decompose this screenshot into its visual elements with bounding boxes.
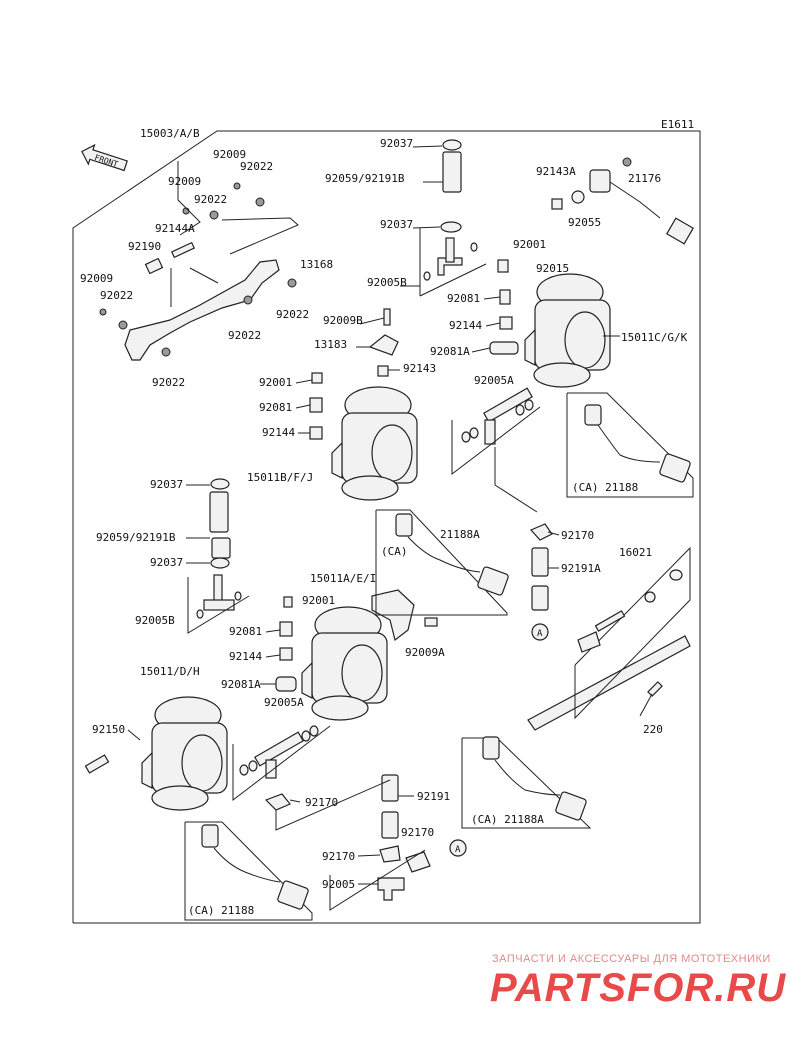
front-label: FRONT xyxy=(93,153,119,169)
label-21188-bottom: (CA) 21188 xyxy=(188,904,254,917)
fuel-joint-upper xyxy=(451,387,541,476)
leader-lines xyxy=(127,145,653,885)
label-15011B: 15011B/F/J xyxy=(247,471,313,484)
label-92001-a: 92001 xyxy=(259,376,292,389)
label-92191: 92191 xyxy=(417,790,450,803)
label-92170-a: 92170 xyxy=(561,529,594,542)
label-16021: 16021 xyxy=(619,546,652,559)
label-92081A-b: 92081A xyxy=(221,678,261,691)
label-92022-d: 92022 xyxy=(276,308,309,321)
throttle-sensor-right xyxy=(551,157,694,245)
linkage-assembly xyxy=(371,546,691,731)
label-15011D: 15011/D/H xyxy=(140,665,200,678)
vent-tube-set-top xyxy=(419,139,487,297)
carburetor-left xyxy=(141,696,228,811)
label-92037-d: 92037 xyxy=(150,556,183,569)
watermark-tagline: ЗАПЧАСТИ И АКСЕССУАРЫ ДЛЯ МОТОТЕХНИКИ xyxy=(492,953,771,965)
label-92170-d: 92170 xyxy=(322,850,355,863)
callout-labels: 15003/A/B 92009 92022 92009 92022 92144A… xyxy=(80,127,688,891)
label-92170-b: 92170 xyxy=(305,796,338,809)
label-92009B: 92009B xyxy=(323,314,363,327)
label-21188-right: (CA) 21188 xyxy=(572,481,638,494)
label-92037-b: 92037 xyxy=(380,218,413,231)
sensor-box-lower-right: (CA) 21188A xyxy=(461,736,592,829)
label-92170-c: 92170 xyxy=(401,826,434,839)
ref-a-lower: A xyxy=(455,845,461,855)
label-92005B-a: 92005B xyxy=(367,276,407,289)
hose-column-lower xyxy=(264,774,467,911)
label-92144A: 92144A xyxy=(155,222,195,235)
label-13183: 13183 xyxy=(314,338,347,351)
label-220: 220 xyxy=(643,723,663,736)
label-92009A: 92009A xyxy=(405,646,445,659)
label-92005A-b: 92005A xyxy=(264,696,304,709)
label-92037-c: 92037 xyxy=(150,478,183,491)
label-92150: 92150 xyxy=(92,723,125,736)
label-92081-a: 92081 xyxy=(259,401,292,414)
diagram-frame xyxy=(72,130,701,924)
label-15011C: 15011C/G/K xyxy=(621,331,688,344)
label-92022-f: 92022 xyxy=(152,376,185,389)
carburetor-right xyxy=(524,273,611,388)
sensor-box-mid xyxy=(375,509,509,616)
diagram-code: E1611 xyxy=(661,118,694,131)
label-92037-a: 92037 xyxy=(380,137,413,150)
label-92144-b: 92144 xyxy=(449,319,482,332)
fuel-joint-lower xyxy=(232,725,331,802)
label-ca-mid: (CA) xyxy=(381,545,408,558)
springs-jets xyxy=(84,259,519,774)
label-92009-a: 92009 xyxy=(213,148,246,161)
watermark-logo: PARTSFOR.RU xyxy=(490,966,787,1010)
label-92005B-b: 92005B xyxy=(135,614,175,627)
bracket-assembly xyxy=(99,161,299,361)
label-21176: 21176 xyxy=(628,172,661,185)
carburetor-lower-center xyxy=(301,606,388,721)
label-92143A: 92143A xyxy=(536,165,576,178)
label-92009-b: 92009 xyxy=(168,175,201,188)
label-92081A-a: 92081A xyxy=(430,345,470,358)
front-arrow-icon: FRONT xyxy=(81,143,128,172)
label-92081-b: 92081 xyxy=(447,292,480,305)
label-92055: 92055 xyxy=(568,216,601,229)
sensor-box-right: (CA) 21188 xyxy=(566,392,694,498)
label-92005A-a: 92005A xyxy=(474,374,514,387)
label-92015: 92015 xyxy=(536,262,569,275)
label-92081-c: 92081 xyxy=(229,625,262,638)
label-92059-b: 92059/92191B xyxy=(96,531,176,544)
label-92022-b: 92022 xyxy=(194,193,227,206)
label-92001-c: 92001 xyxy=(302,594,335,607)
sensor-box-bottom-left: (CA) 21188 xyxy=(184,821,313,921)
vent-tube-set-mid xyxy=(187,478,250,634)
label-92059-a: 92059/92191B xyxy=(325,172,405,185)
label-92005: 92005 xyxy=(322,878,355,891)
label-21188A-mid: 21188A xyxy=(440,528,480,541)
label-92143: 92143 xyxy=(403,362,436,375)
label-13168: 13168 xyxy=(300,258,333,271)
label-92022-a: 92022 xyxy=(240,160,273,173)
hose-column-right xyxy=(494,447,553,641)
label-92144-a: 92144 xyxy=(262,426,295,439)
label-92009-c: 92009 xyxy=(80,272,113,285)
ref-a-upper: A xyxy=(537,629,543,639)
label-92190: 92190 xyxy=(128,240,161,253)
label-92144-c: 92144 xyxy=(229,650,262,663)
label-15003: 15003/A/B xyxy=(140,127,200,140)
label-21188A-lower: (CA) 21188A xyxy=(471,813,544,826)
carburetor-center xyxy=(331,386,418,501)
label-92022-e: 92022 xyxy=(228,329,261,342)
label-92001-b: 92001 xyxy=(513,238,546,251)
label-92022-c: 92022 xyxy=(100,289,133,302)
label-15011A: 15011A/E/I xyxy=(310,572,376,585)
label-92191A: 92191A xyxy=(561,562,601,575)
